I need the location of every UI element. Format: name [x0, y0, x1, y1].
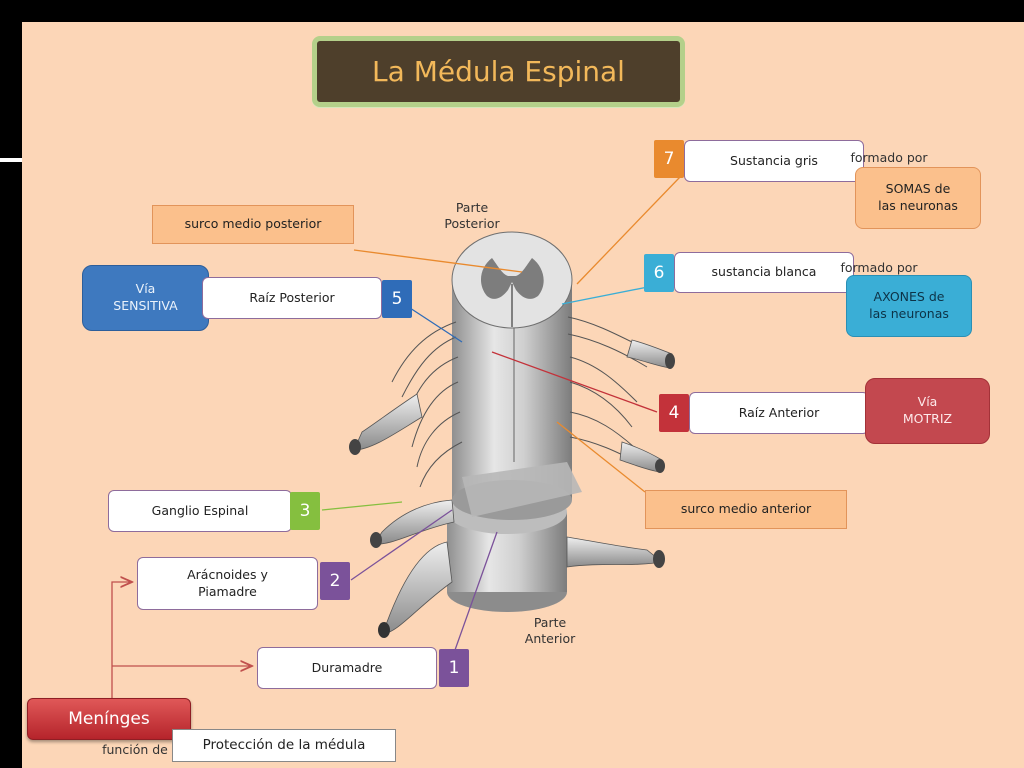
connector-line	[353, 249, 523, 273]
diagram-canvas	[111, 176, 681, 698]
connector-line	[321, 501, 403, 511]
connector-line	[409, 307, 463, 343]
label-raiz-anterior: Raíz Anterior	[689, 392, 869, 434]
label-sustancia-blanca: sustancia blanca	[674, 252, 854, 293]
side-divider	[0, 158, 22, 162]
formado-label-2: formado por	[840, 260, 918, 275]
page-title: La Médula Espinal	[312, 36, 685, 107]
via-motriz-box: Vía MOTRIZ	[865, 378, 990, 444]
badge-7: 7	[654, 140, 684, 178]
posterior-label: Parte Posterior	[444, 200, 500, 232]
somas-box: SOMAS de las neuronas	[855, 167, 981, 229]
formado-label-1: formado por	[850, 150, 928, 165]
label-aracnoides-piamadre: Arácnoides y Piamadre	[137, 557, 318, 610]
connector-line	[350, 509, 453, 581]
label-duramadre: Duramadre	[257, 647, 437, 689]
connector-line	[454, 531, 498, 651]
surco-posterior-box: surco medio posterior	[152, 205, 354, 244]
label-raiz-posterior: Raíz Posterior	[202, 277, 382, 319]
surco-anterior-box: surco medio anterior	[645, 490, 847, 529]
anterior-label: Parte Anterior	[524, 615, 576, 647]
label-sustancia-gris: Sustancia gris	[684, 140, 864, 182]
title-text: La Médula Espinal	[372, 55, 625, 88]
funcion-label: función de	[102, 742, 168, 757]
badge-3: 3	[290, 492, 320, 530]
via-sensitiva-box: Vía SENSITIVA	[82, 265, 209, 331]
proteccion-box: Protección de la médula	[172, 729, 396, 762]
connector-line	[491, 351, 658, 413]
badge-6: 6	[644, 254, 674, 292]
spinal-cord-illustration	[349, 231, 675, 638]
badge-4: 4	[659, 394, 689, 432]
axones-box: AXONES de las neuronas	[846, 275, 972, 337]
slide: La Médula Espinal Parte Posterior Parte …	[22, 22, 1024, 768]
connector-line	[556, 421, 646, 493]
meninges-arrow	[111, 582, 132, 698]
label-ganglio-espinal: Ganglio Espinal	[108, 490, 292, 532]
badge-1: 1	[439, 649, 469, 687]
badge-5: 5	[382, 280, 412, 318]
badge-2: 2	[320, 562, 350, 600]
connector-line	[576, 176, 681, 285]
meninges-box: Menínges	[27, 698, 191, 740]
